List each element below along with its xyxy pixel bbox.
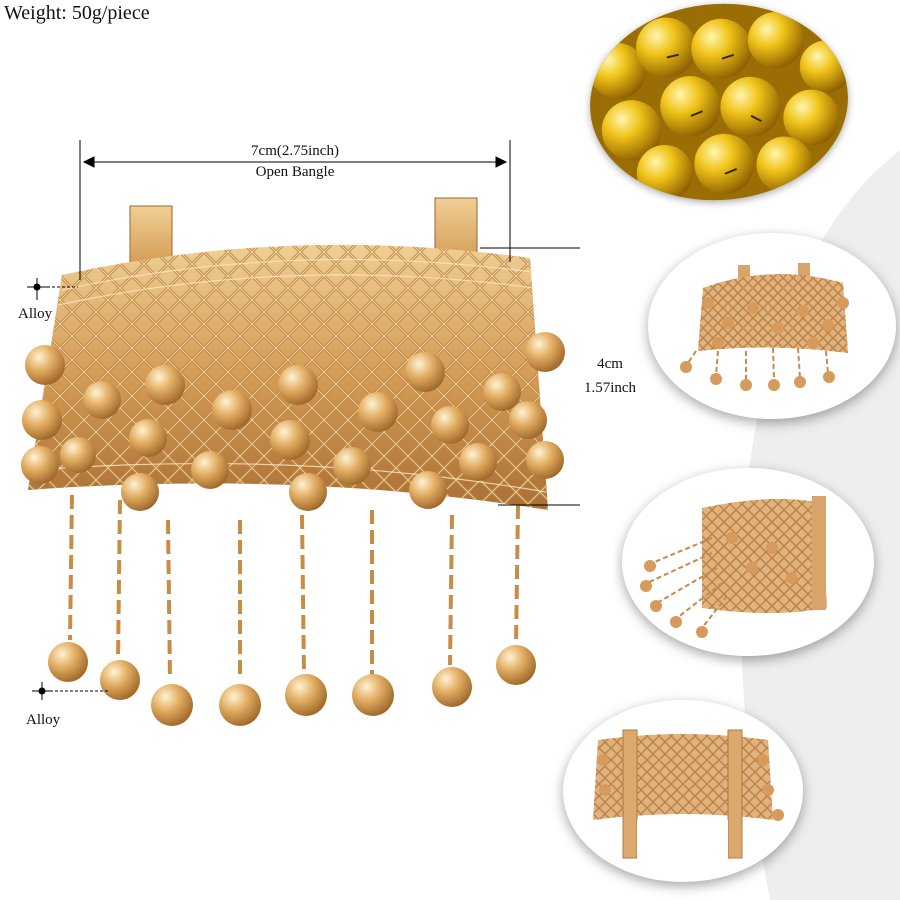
dimension-lines [79, 140, 580, 506]
bracelet-icon [640, 496, 827, 638]
bracelet-view-thumbnail-4 [563, 700, 803, 882]
height-dimension-value: 4cm [597, 356, 623, 372]
alloy-callout-top: Alloy [18, 306, 53, 322]
height-dimension-inch: 1.57inch [583, 380, 637, 396]
chain-bells [48, 642, 536, 726]
band-bells [21, 332, 565, 511]
weight-label: Weight: 50g/piece [4, 2, 150, 24]
bracelet-view-thumbnail-3 [622, 468, 874, 656]
bracelet-view-thumbnail-2 [648, 233, 896, 419]
width-dimension-value: 7cm(2.75inch) [251, 143, 339, 159]
alloy-callout-bottom: Alloy [26, 712, 61, 728]
bracelet-icon [593, 729, 784, 859]
bracelet-main-photo [21, 140, 580, 726]
width-dimension-note: Open Bangle [255, 164, 335, 180]
hanging-chains [68, 494, 520, 681]
alloy-callout-lines [27, 278, 110, 700]
bracelet-icon [680, 263, 849, 391]
